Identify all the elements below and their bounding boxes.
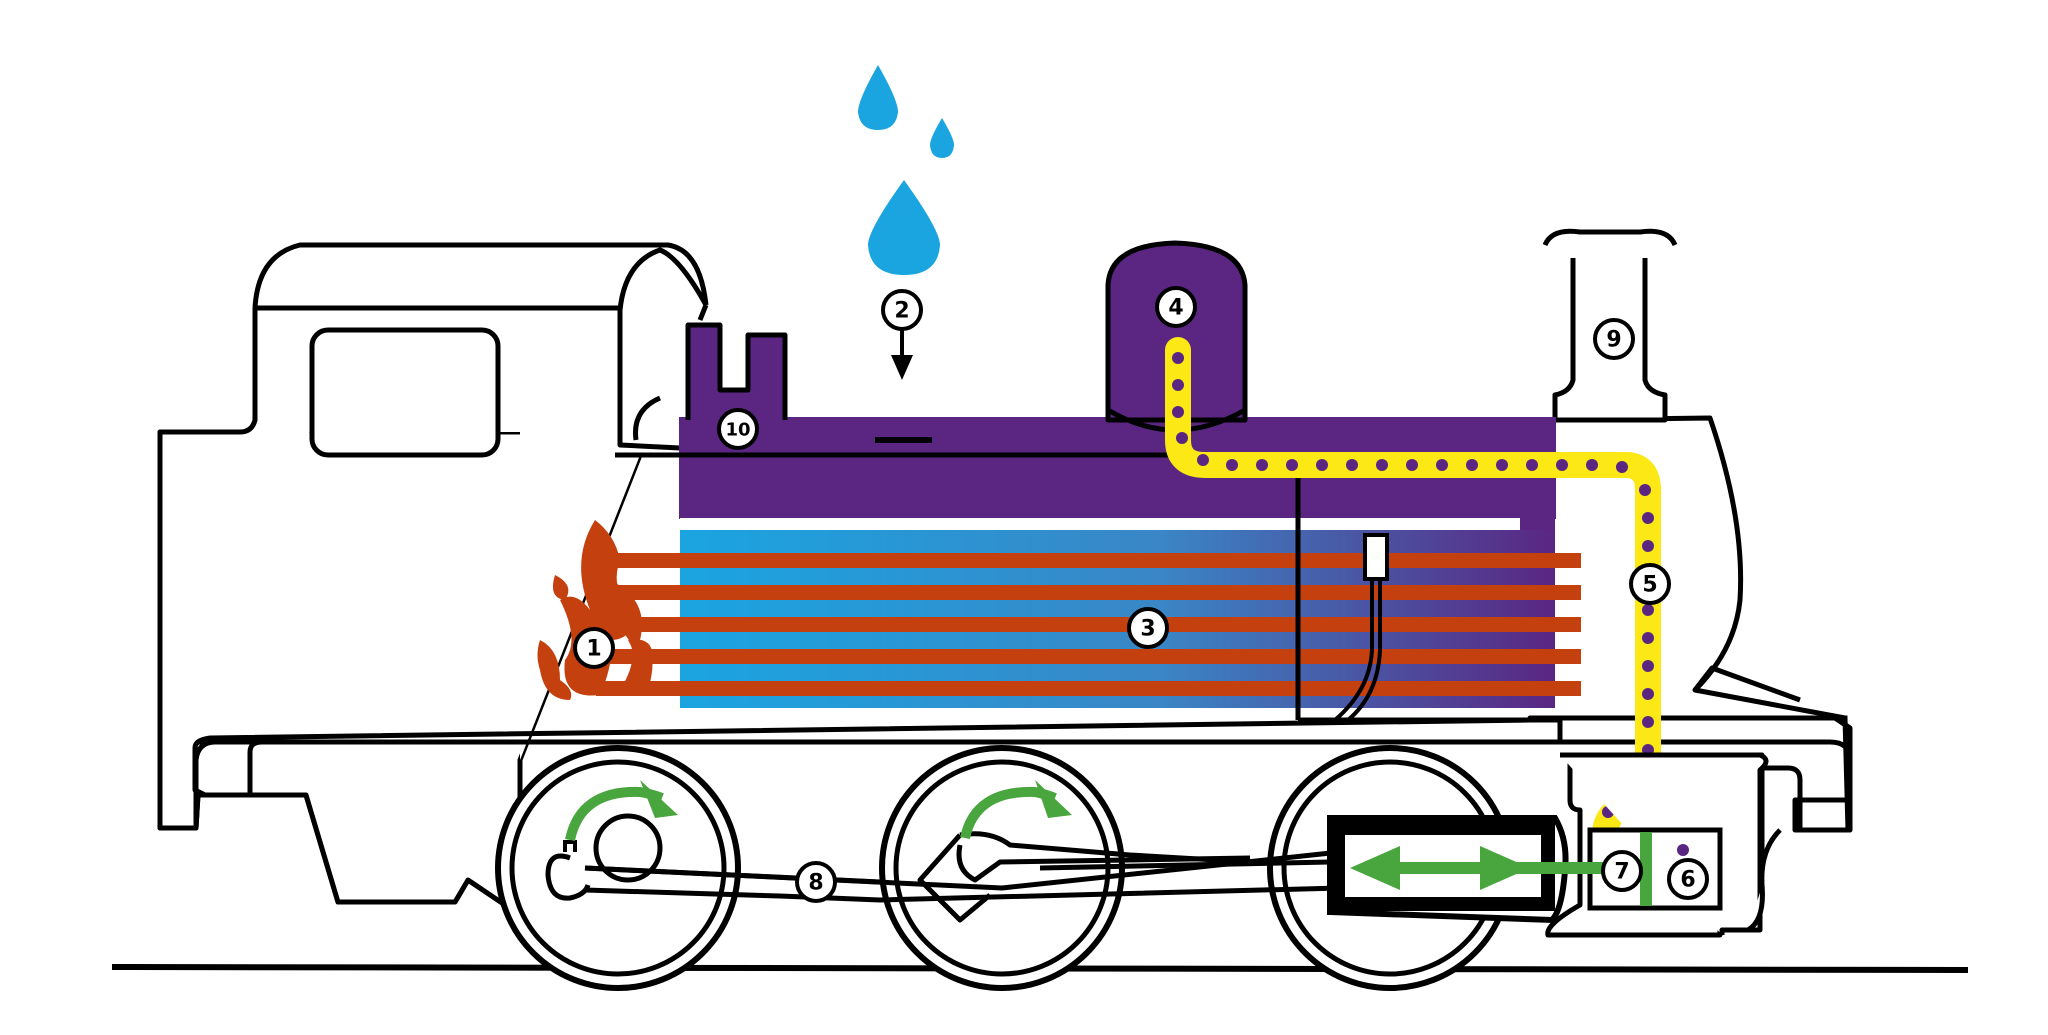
callout-8: 8 (795, 861, 837, 903)
fire-tubes (596, 553, 1581, 696)
callout-6: 6 (1667, 858, 1709, 900)
double-arrow-icon (1350, 846, 1603, 890)
steam-pipe-dots (1172, 352, 1694, 818)
safety-valve (685, 322, 788, 420)
chimney (1542, 228, 1678, 423)
callout-4: 4 (1155, 286, 1197, 328)
callout-5: 5 (1629, 563, 1671, 605)
callout-label: 6 (1680, 868, 1695, 893)
water-drop-icon (858, 65, 954, 275)
callout-label: 3 (1140, 617, 1155, 642)
cab-window (309, 327, 501, 458)
valve-rod (1640, 832, 1652, 906)
callout-3: 3 (1127, 607, 1169, 649)
rear-wheel-hub (593, 813, 663, 883)
callout-9: 9 (1593, 318, 1635, 360)
callout-label: 10 (725, 420, 750, 441)
callout-1: 1 (573, 627, 615, 669)
down-arrow-icon (891, 328, 913, 380)
connecting-rods (584, 831, 1341, 923)
steam-space-gap (680, 518, 1520, 530)
steam-dome (1105, 240, 1248, 423)
callout-label: 5 (1642, 573, 1657, 598)
gauge-element (1333, 533, 1389, 722)
callout-label: 4 (1168, 296, 1183, 321)
callout-label: 9 (1606, 328, 1621, 353)
callout-label: 7 (1614, 860, 1629, 885)
callout-label: 8 (808, 871, 823, 896)
callout-2: 2 (881, 289, 923, 331)
callout-label: 1 (586, 637, 601, 662)
callout-label: 2 (894, 299, 909, 324)
callout-7: 7 (1601, 850, 1643, 892)
callout-10: 10 (717, 408, 759, 450)
